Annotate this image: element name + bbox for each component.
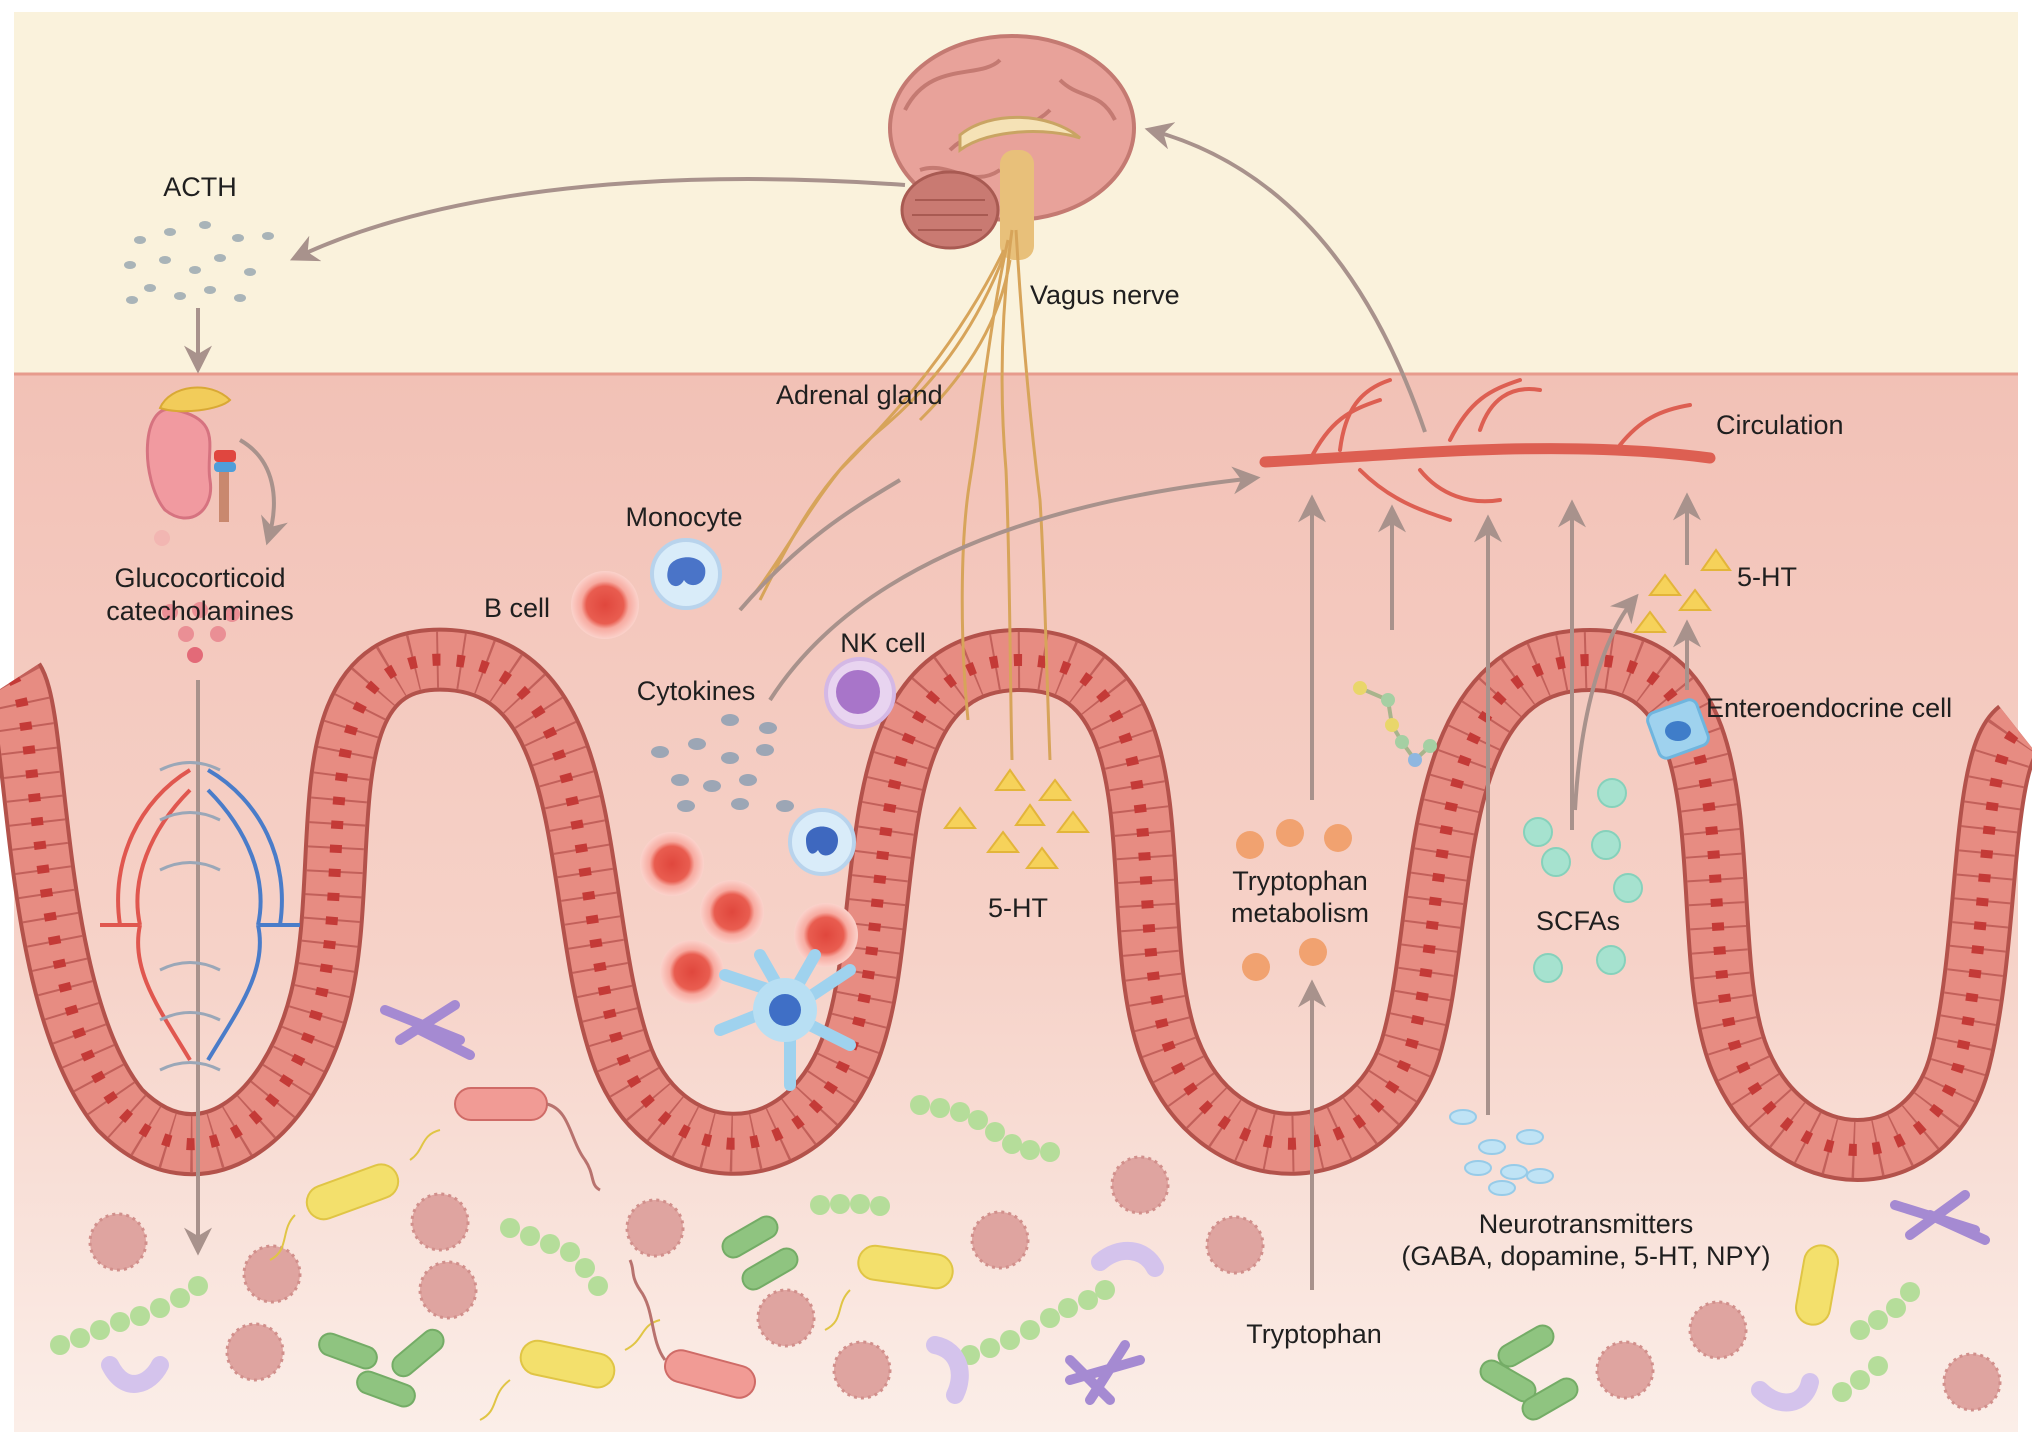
tryptophan-metabolite-particles [1236,819,1352,981]
b-cell-icon [571,571,639,639]
metabolite-molecule-icon [1353,681,1437,767]
neurotransmitters-list-label: (GABA, dopamine, 5-HT, NPY) [1401,1241,1770,1271]
circulation-to-brain-arrow [1144,122,1427,433]
intestinal-epithelium [0,627,2032,1182]
villus-vasculature-icon [100,761,300,1072]
adrenal-gland-label: Adrenal gland [776,380,943,410]
circulation-label: Circulation [1716,410,1844,440]
neurotransmitter-particles [1449,1109,1554,1196]
blood-vessel-icon [1259,378,1716,522]
brain-icon [888,34,1136,260]
catecholamines-label: catecholamines [106,596,294,626]
lamina-propria-immune-cells [640,832,858,1004]
neutrophil-icon [788,808,856,876]
scfa-to-serotonin-arrow [1573,593,1639,811]
adrenal-gland-icon [145,386,236,522]
brain-to-acth-arrow [289,177,906,262]
cytokines-label: Cytokines [637,676,756,706]
vagus-nerve-label: Vagus nerve [1030,280,1180,310]
glucocorticoid-particles [154,530,240,663]
cytokines-to-circulation-arrow [768,466,1261,702]
tryptophan-metabolism-label-line1: Tryptophan [1232,866,1368,896]
bacteria-icon [50,1000,2002,1421]
serotonin-particles-circulation [1633,548,1732,633]
serotonin-particles-mucosa [943,768,1090,869]
monocyte-label: Monocyte [625,502,742,532]
b-cell-label: B cell [484,593,550,623]
monocyte-icon [650,538,722,610]
labels: ACTH Vagus nerve Adrenal gland Circulati… [106,172,1952,1349]
tryptophan-label: Tryptophan [1246,1319,1382,1349]
serotonin-circulation-label: 5-HT [1737,562,1797,592]
adrenal-secretion-arrow [238,438,288,546]
serotonin-mucosa-label: 5-HT [988,893,1048,923]
scfa-particles [1523,778,1643,983]
glucocorticoid-label: Glucocorticoid [114,563,285,593]
scfas-label: SCFAs [1536,906,1620,936]
acth-label: ACTH [163,172,237,202]
cytokines-to-brain-arrow [738,478,902,612]
vagus-nerve-icon [738,229,1052,761]
dendritic-cell-icon [714,949,856,1091]
nk-cell-label: NK cell [840,628,926,658]
arrows [184,122,1701,1290]
enteroendocrine-cell-label: Enteroendocrine cell [1706,693,1952,723]
tryptophan-metabolism-label-line2: metabolism [1231,898,1369,928]
nk-cell-icon [824,657,896,729]
cytokine-particles [651,714,794,812]
neurotransmitters-label: Neurotransmitters [1479,1209,1694,1239]
enteroendocrine-cell-icon [1646,698,1710,760]
acth-particles [124,221,274,304]
